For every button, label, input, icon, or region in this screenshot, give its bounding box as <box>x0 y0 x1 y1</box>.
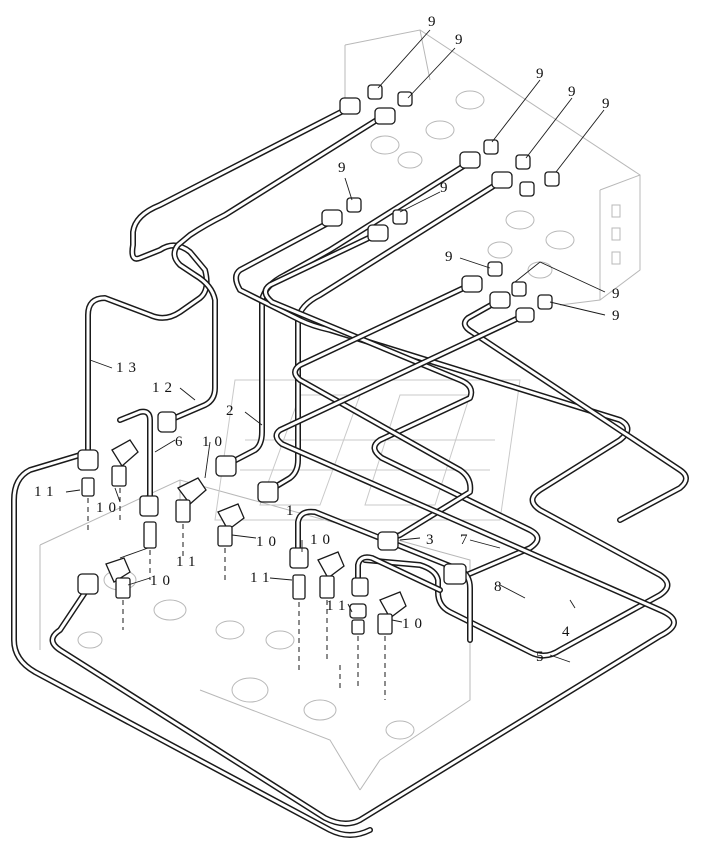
nut-3-end <box>377 531 399 551</box>
adapter-9-a <box>339 84 383 115</box>
callout-9: 9 <box>612 308 625 324</box>
callout-5: 5 <box>536 649 549 665</box>
callout-9: 9 <box>568 84 581 100</box>
callout-6: 6 <box>175 434 188 450</box>
pipe-runs <box>11 107 689 838</box>
callout-4: 4 <box>562 624 575 640</box>
callout-10: 10 <box>96 500 121 516</box>
callout-11: 11 <box>250 570 274 586</box>
callout-9: 9 <box>536 66 549 82</box>
adapter-9-i <box>489 281 527 309</box>
callout-9: 9 <box>338 160 351 176</box>
callout-10: 10 <box>150 573 175 589</box>
callout-10: 10 <box>402 616 427 632</box>
lower-fittings <box>77 411 467 700</box>
elbow-10-a <box>111 439 139 487</box>
pipe-8 <box>262 232 541 583</box>
nut-11-a <box>289 547 309 600</box>
elbow-10-c <box>217 503 245 547</box>
elbow-10-f <box>377 591 407 635</box>
callout-11: 11 <box>176 554 200 570</box>
adapter-9-b <box>374 91 413 125</box>
callout-9: 9 <box>612 286 625 302</box>
elbow-10-d <box>105 557 131 599</box>
nut-8-end <box>443 563 467 585</box>
adapter-9-j <box>515 294 553 323</box>
callout-7: 7 <box>460 532 473 548</box>
callout-3: 3 <box>426 532 439 548</box>
elbow-10-e <box>317 551 345 599</box>
callout-9: 9 <box>445 249 458 265</box>
adapter-9-c <box>459 139 499 169</box>
adapter-9-g <box>367 209 408 242</box>
callout-1: 1 <box>286 503 299 519</box>
callout-11: 11 <box>326 598 350 614</box>
callout-8: 8 <box>494 579 507 595</box>
callout-9: 9 <box>428 14 441 30</box>
adapters-9 <box>321 84 560 323</box>
nut-11-b <box>349 577 369 635</box>
nut-6-end <box>139 495 159 549</box>
nut-5-end <box>77 573 99 595</box>
callout-12: 12 <box>152 380 177 396</box>
leader-lines <box>65 29 606 663</box>
adapter-9-d <box>491 154 531 189</box>
callout-13: 13 <box>116 360 141 376</box>
adapter-9-e <box>519 171 560 197</box>
callout-11: 11 <box>34 484 58 500</box>
callout-10: 10 <box>310 532 335 548</box>
callout-2: 2 <box>226 403 239 419</box>
nut-12-end <box>157 411 177 433</box>
nut-13-end <box>77 449 99 497</box>
adapter-9-f <box>321 197 362 227</box>
callout-9: 9 <box>602 96 615 112</box>
callout-9: 9 <box>455 32 468 48</box>
nut-2-end <box>215 455 237 477</box>
elbow-10-b <box>175 477 207 523</box>
nut-1-end <box>257 481 279 503</box>
control-valve-outline-lower <box>39 479 471 791</box>
callout-10: 10 <box>202 434 227 450</box>
pipe-7 <box>461 297 689 523</box>
control-valve-outline-upper <box>344 29 641 306</box>
callout-labels: 9 9 9 9 9 9 9 9 9 9 13 12 2 6 10 11 10 1… <box>34 14 625 665</box>
callout-10: 10 <box>256 534 281 550</box>
callout-9: 9 <box>440 180 453 196</box>
adapter-9-h <box>461 261 503 293</box>
